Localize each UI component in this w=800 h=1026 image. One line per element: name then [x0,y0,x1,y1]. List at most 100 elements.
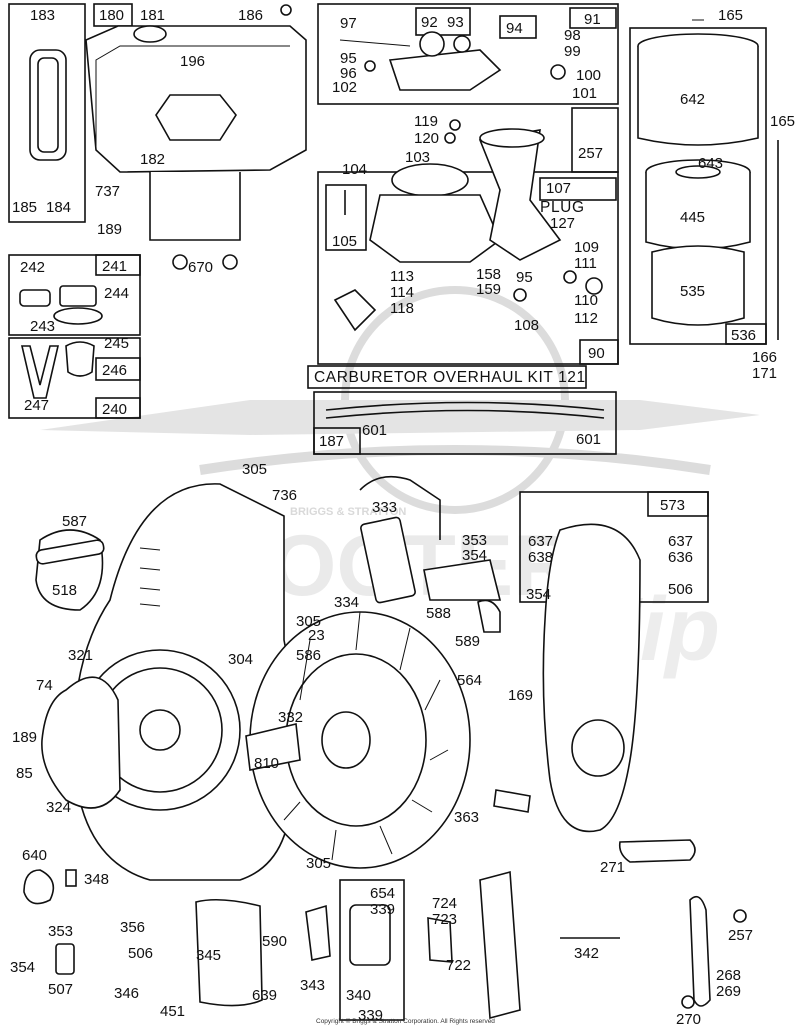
label-363: 363 [454,809,479,826]
label-339-bottom: 339 [358,1007,383,1024]
label-74: 74 [36,677,53,694]
copyright-notice: Copyright © Briggs & Stratton Corporatio… [316,1017,495,1025]
box-90-label [579,339,619,365]
label-670: 670 [188,259,213,276]
label-98: 98 [564,27,581,44]
label-269: 269 [716,983,741,1000]
label-127: 127 [550,215,575,232]
box-91 [317,3,619,105]
label-305-mid: 305 [296,613,321,630]
label-85: 85 [16,765,33,782]
label-196: 196 [180,53,205,70]
label-242: 242 [20,259,45,276]
label-189-left: 189 [12,729,37,746]
label-535: 535 [680,283,705,300]
label-722: 722 [446,957,471,974]
label-104: 104 [342,161,367,178]
label-245: 245 [104,335,129,352]
box-257 [571,107,619,173]
box-536-label [725,323,767,345]
label-601-left: 601 [362,422,387,439]
box-187 [313,391,617,455]
label-181: 181 [140,7,165,24]
label-184: 184 [46,199,71,216]
box-246 [95,357,141,381]
label-186: 186 [238,7,263,24]
label-257-top: 257 [578,145,603,162]
muffler [195,898,263,1007]
label-507: 507 [48,981,73,998]
label-305-top: 305 [242,461,267,478]
label-642: 642 [680,91,705,108]
label-345: 345 [196,947,221,964]
kit-121-title: CARBURETOR OVERHAUL KIT 121 [314,369,586,386]
parts-art [19,4,779,1020]
label-736: 736 [272,487,297,504]
label-158: 158 [476,266,501,283]
box-241-label [95,254,141,276]
label-247: 247 [24,397,49,414]
label-346: 346 [114,985,139,1002]
box-kit-121 [307,365,587,389]
label-97: 97 [340,15,357,32]
label-165-top: 165 [718,7,743,24]
label-348: 348 [84,871,109,888]
label-268: 268 [716,967,741,984]
label-119: 119 [414,113,438,130]
label-113: 113 [390,268,414,285]
label-321: 321 [68,647,93,664]
box-90 [317,171,619,365]
label-586: 586 [296,647,321,664]
label-588: 588 [426,605,451,622]
box-180 [93,3,133,27]
label-94: 94 [506,20,523,37]
label-810: 810 [254,755,279,772]
label-183: 183 [30,7,55,24]
label-100: 100 [576,67,601,84]
label-343: 343 [300,977,325,994]
fuel-cap [133,25,167,43]
label-451: 451 [160,1003,185,1020]
label-445: 445 [680,209,705,226]
label-109: 109 [574,239,599,256]
label-91: 91 [584,11,601,28]
label-111: 111 [574,255,597,272]
label-187: 187 [319,433,344,450]
label-305-bottom: 305 [306,855,331,872]
callout-labels: 183 180 181 186 196 182 185 184 737 189 … [10,7,795,1026]
label-340: 340 [346,987,371,1004]
label-354-mid: 354 [462,547,487,564]
box-241 [8,254,141,336]
label-96: 96 [340,65,357,82]
label-257-bottom: 257 [728,927,753,944]
tank-label-plate [155,94,237,141]
label-573: 573 [660,497,685,514]
label-354-right: 354 [526,586,551,603]
label-356: 356 [120,919,145,936]
box-107 [539,177,617,201]
label-643: 643 [698,155,723,172]
label-159: 159 [476,281,501,298]
box-339 [339,879,405,1021]
label-95-top: 95 [340,50,357,67]
label-243: 243 [30,318,55,335]
label-185: 185 [12,199,37,216]
label-103: 103 [405,149,430,166]
label-270: 270 [676,1011,701,1026]
label-590: 590 [262,933,287,950]
label-189-top: 189 [97,221,122,238]
label-339-top: 339 [370,901,395,918]
label-180: 180 [99,7,124,24]
box-105 [325,184,367,251]
label-166: 166 [752,349,777,366]
label-118: 118 [390,300,414,317]
label-654: 654 [370,885,395,902]
box-94 [499,15,537,39]
label-90: 90 [588,345,605,362]
label-92: 92 [421,14,438,31]
label-244: 244 [104,285,129,302]
label-637-left: 637 [528,533,553,550]
label-114: 114 [390,284,414,301]
box-92-93 [415,7,471,36]
label-105: 105 [332,233,357,250]
